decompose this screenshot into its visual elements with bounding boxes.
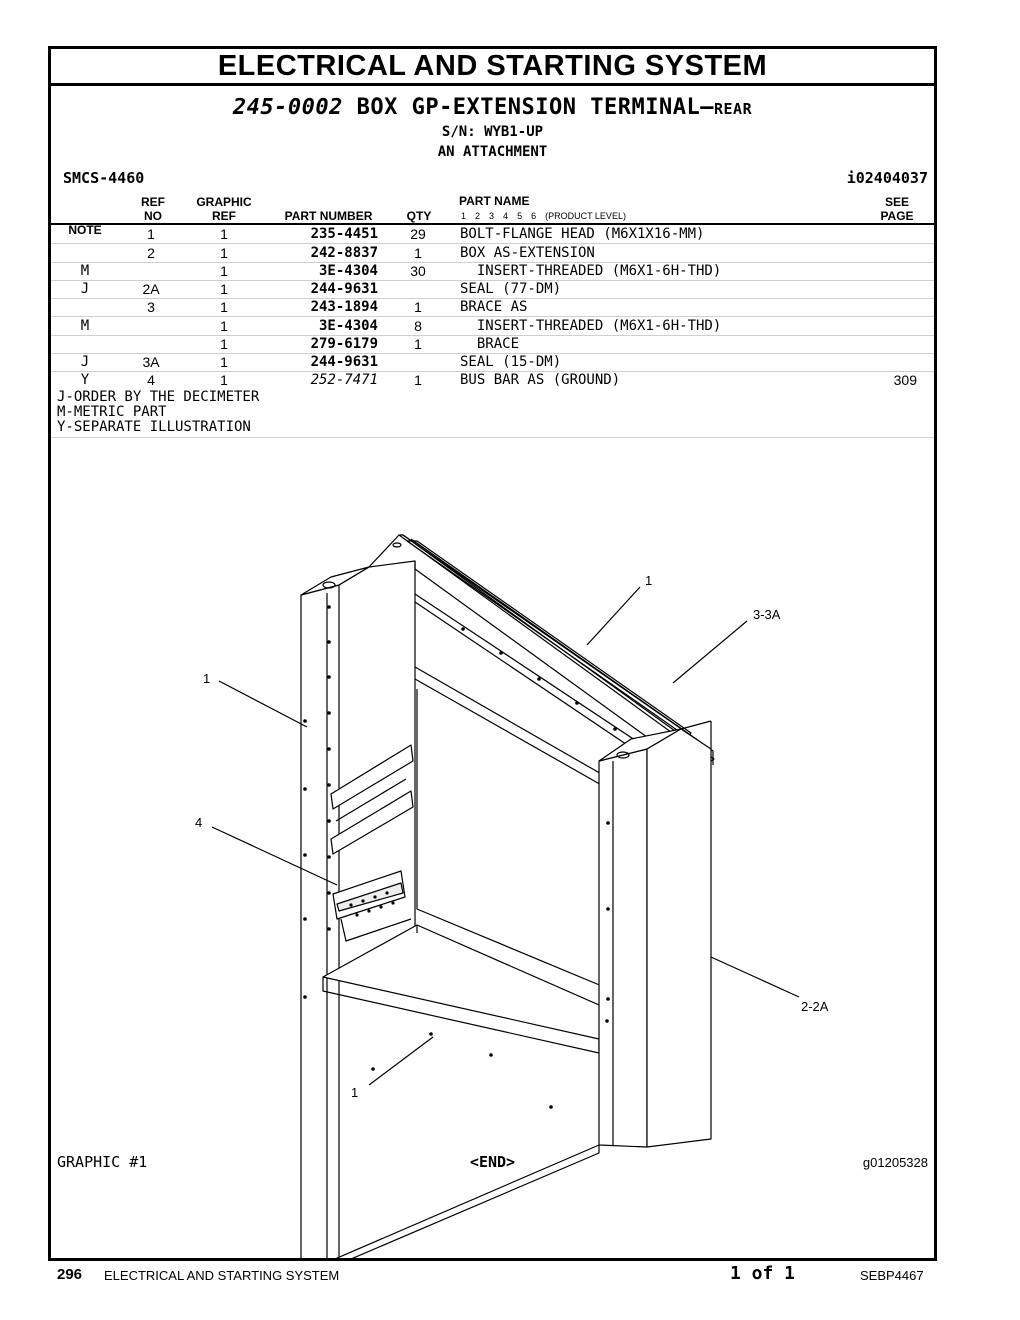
info-id: i02404037 [846, 169, 928, 187]
group-position: REAR [713, 100, 753, 118]
callout-2-2a: 2-2A [801, 999, 829, 1014]
col-part-name: PART NAME [459, 194, 530, 208]
callout-1-left: 1 [203, 671, 210, 686]
group-part-number: 245-0002 [232, 95, 343, 120]
callout-1-top: 1 [645, 573, 652, 588]
callout-1-bottom: 1 [351, 1085, 358, 1100]
note-m: M-METRIC PART [57, 404, 167, 420]
page-number: 296 [57, 1266, 83, 1283]
parts-illustration: 1 3-3A 1 4 2-2A 1 [195, 534, 829, 1258]
title-dash: — [700, 95, 714, 120]
col-part-number: PART NUMBER [284, 209, 373, 223]
callout-4: 4 [195, 815, 202, 830]
graphic-label: GRAPHIC #1 [57, 1153, 148, 1171]
page-title: ELECTRICAL AND STARTING SYSTEM [51, 49, 934, 86]
group-name: BOX GP-EXTENSION TERMINAL [356, 95, 701, 120]
attachment-label: AN ATTACHMENT [437, 144, 548, 160]
smcs-code: SMCS-4460 [63, 169, 145, 187]
callout-3-3a: 3-3A [753, 607, 781, 622]
end-marker: <END> [469, 1153, 516, 1171]
document-number: SEBP4467 [860, 1268, 924, 1283]
page-frame: ELECTRICAL AND STARTING SYSTEM 245-0002 … [48, 46, 937, 1261]
footer-section: ELECTRICAL AND STARTING SYSTEM [104, 1268, 340, 1283]
group-title: 245-0002 BOX GP-EXTENSION TERMINAL—REAR [51, 95, 934, 122]
col-note: NOTE [68, 223, 102, 237]
graphic-id: g01205328 [862, 1155, 928, 1170]
note-j: J-ORDER BY THE DECIMETER [57, 389, 260, 405]
header-rule [51, 223, 934, 225]
page-count: 1 of 1 [730, 1263, 796, 1284]
col-qty: QTY [406, 209, 432, 223]
note-y: Y-SEPARATE ILLUSTRATION [57, 419, 251, 435]
serial-number: S/N: WYB1-UP [441, 124, 544, 140]
notes-legend: J-ORDER BY THE DECIMETER M-METRIC PART Y… [57, 390, 259, 435]
notes-rule [51, 437, 934, 438]
